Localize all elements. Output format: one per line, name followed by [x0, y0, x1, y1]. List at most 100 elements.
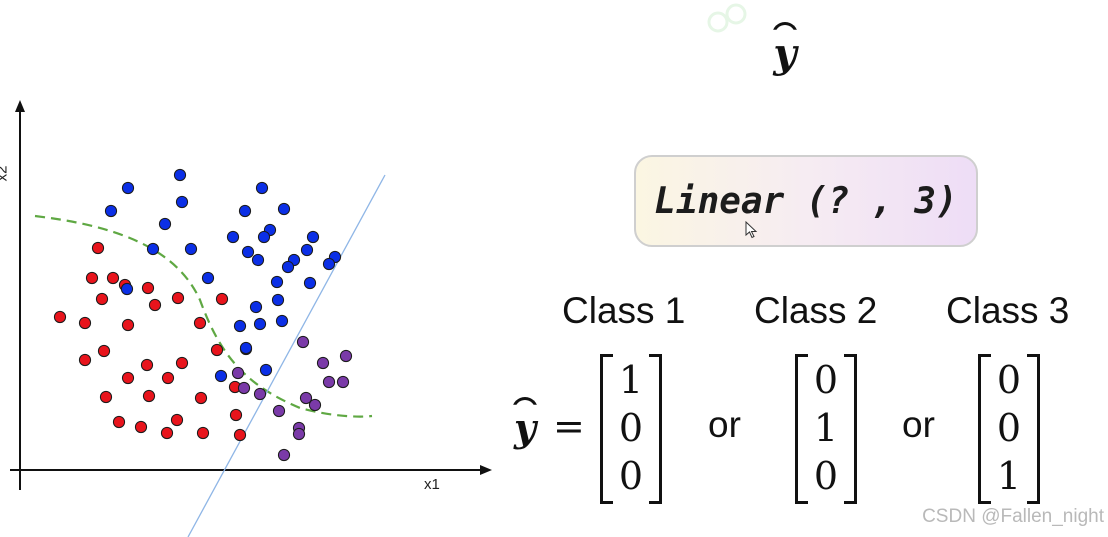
left-bracket: [978, 354, 991, 504]
vector-entry: 1: [618, 358, 644, 402]
x1-axis-label: x1: [424, 476, 440, 493]
purple-point: [277, 448, 291, 462]
red-point: [121, 318, 135, 332]
blue-point: [146, 242, 160, 256]
blue-point: [226, 230, 240, 244]
red-point: [141, 281, 155, 295]
linear-layer-box: Linear (? , 3): [634, 155, 978, 247]
red-point: [78, 353, 92, 367]
vector-entry: 0: [996, 406, 1022, 450]
purple-point: [272, 404, 286, 418]
y-axis-arrow: [15, 100, 25, 112]
equals-sign: =: [553, 404, 585, 448]
purple-point: [316, 356, 330, 370]
red-point: [112, 415, 126, 429]
right-bracket: [1027, 354, 1040, 504]
blue-point: [322, 257, 336, 271]
red-point: [78, 316, 92, 330]
red-point: [215, 292, 229, 306]
blue-point: [214, 369, 228, 383]
blue-point: [257, 230, 271, 244]
red-point: [196, 426, 210, 440]
one-hot-vector-class-1: 1 0 0: [600, 354, 662, 504]
or-word: or: [708, 404, 741, 445]
red-point: [134, 420, 148, 434]
blue-point: [175, 195, 189, 209]
blue-point: [158, 217, 172, 231]
purple-point: [336, 375, 350, 389]
purple-point: [322, 375, 336, 389]
linear-decision-boundary: [187, 174, 386, 537]
red-point: [170, 413, 184, 427]
red-point: [91, 241, 105, 255]
blue-point: [239, 341, 253, 355]
blue-point: [173, 168, 187, 182]
vector-entry: 0: [996, 358, 1022, 402]
red-point: [233, 428, 247, 442]
red-point: [194, 391, 208, 405]
blue-point: [281, 260, 295, 274]
class-2-label: Class 2: [754, 290, 878, 331]
blue-point: [201, 271, 215, 285]
red-point: [210, 343, 224, 357]
red-point: [229, 408, 243, 422]
class-1-label: Class 1: [562, 290, 686, 331]
blue-point: [249, 300, 263, 314]
blue-point: [253, 317, 267, 331]
blue-point: [271, 293, 285, 307]
linear-layer-text: Linear (? , 3): [654, 180, 958, 222]
blue-point: [270, 275, 284, 289]
red-point: [85, 271, 99, 285]
or-word: or: [902, 404, 935, 445]
y-hat-glyph: y: [773, 30, 797, 77]
red-point: [99, 390, 113, 404]
purple-point: [237, 381, 251, 395]
blue-point: [104, 204, 118, 218]
y-hat-symbol: y: [760, 30, 810, 77]
blue-point: [251, 253, 265, 267]
blue-point: [255, 181, 269, 195]
red-point: [193, 316, 207, 330]
y-hat-equation-lhs: y: [514, 405, 536, 450]
blue-point: [277, 202, 291, 216]
vector-entry: 1: [996, 454, 1022, 498]
right-bracket: [649, 354, 662, 504]
vector-entry: 0: [618, 406, 644, 450]
purple-point: [339, 349, 353, 363]
blue-point: [238, 204, 252, 218]
data-points: [53, 168, 353, 462]
red-point: [171, 291, 185, 305]
purple-point: [299, 391, 313, 405]
left-bracket: [795, 354, 808, 504]
class-3-label: Class 3: [946, 290, 1070, 331]
red-point: [121, 371, 135, 385]
y-hat-eq-glyph: y: [514, 405, 537, 450]
blue-point: [306, 230, 320, 244]
blue-point: [184, 242, 198, 256]
red-point: [53, 310, 67, 324]
x-axis-arrow: [480, 465, 492, 475]
nonlinear-decision-boundary: [34, 214, 373, 418]
one-hot-vector-class-2: 0 1 0: [795, 354, 857, 504]
one-hot-vector-class-3: 0 0 1: [978, 354, 1040, 504]
faint-logo-icon: [707, 3, 747, 33]
blue-point: [259, 363, 273, 377]
blue-point: [303, 276, 317, 290]
red-point: [140, 358, 154, 372]
left-bracket: [600, 354, 613, 504]
vector-entry: 0: [813, 358, 839, 402]
red-point: [148, 298, 162, 312]
red-point: [160, 426, 174, 440]
vector-entry: 0: [813, 454, 839, 498]
watermark: CSDN @Fallen_night: [922, 506, 1104, 527]
purple-point: [231, 366, 245, 380]
red-point: [142, 389, 156, 403]
scatter-plot: [10, 100, 492, 537]
blue-point: [233, 319, 247, 333]
purple-point: [308, 398, 322, 412]
red-point: [161, 371, 175, 385]
red-point: [106, 271, 120, 285]
blue-point: [121, 181, 135, 195]
x2-axis-label: x2: [0, 165, 11, 182]
purple-point: [253, 387, 267, 401]
